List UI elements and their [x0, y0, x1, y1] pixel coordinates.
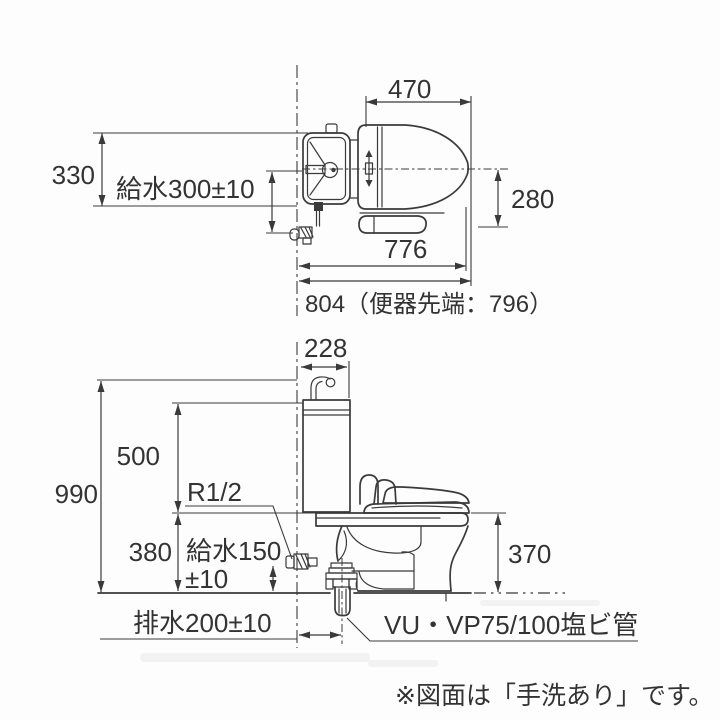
dim-drain200-label: 排水200±10 — [133, 608, 272, 638]
supply-thread-label: R1/2 — [187, 477, 242, 507]
handwash-spout — [310, 376, 336, 401]
stop-valve-top — [289, 226, 314, 245]
floor-line — [97, 592, 565, 602]
dim-370-label: 370 — [508, 539, 551, 569]
seat-hinge-line — [376, 126, 383, 208]
pipe-type-label: VU・VP75/100塩ビ管 — [384, 610, 638, 640]
footnote: ※図面は「手洗あり」です。 — [395, 682, 713, 710]
drain-pipe — [334, 586, 351, 617]
dim-228-label: 228 — [304, 333, 347, 363]
stop-valve-side — [285, 553, 318, 570]
dim-500-label: 500 — [117, 441, 160, 471]
supply-connection — [314, 202, 323, 211]
dim-470-label: 470 — [388, 74, 431, 104]
spout-top-view — [305, 164, 326, 175]
dim-280-label: 280 — [511, 184, 554, 214]
tank-top-view — [302, 123, 351, 227]
top-view: 470 330 給水300±10 280 776 804（便器先端：796） — [52, 65, 555, 318]
dim-804-label: 804（便器先端：796） — [305, 291, 553, 318]
dim-supply300-label: 給水300±10 — [116, 174, 255, 204]
drain-dimension: 排水200±10 — [100, 608, 341, 640]
side-view: 228 990 500 380 R1/2 給水150 ±10 370 排水200… — [55, 333, 638, 648]
drain-assembly — [325, 558, 358, 644]
scan-artifacts — [140, 600, 600, 667]
dim-990-label: 990 — [55, 479, 98, 509]
lid-marker — [364, 150, 374, 187]
bowl-side-view — [315, 512, 469, 592]
seat-lid-side-view — [359, 474, 470, 514]
tank-side-view — [302, 376, 351, 513]
dim-supply150-label: 給水150 — [186, 536, 281, 566]
top-view-dimensions: 470 330 給水300±10 280 776 804（便器先端：796） — [52, 74, 555, 318]
supply-callout: R1/2 給水150 ±10 — [185, 477, 293, 594]
dim-380-label: 380 — [129, 537, 172, 567]
dim-330-label: 330 — [52, 160, 95, 190]
side-view-dimensions: 228 990 500 380 R1/2 給水150 ±10 370 排水200… — [55, 333, 638, 642]
bowl-top-view — [349, 124, 469, 234]
dim-supply150-tol-label: ±10 — [185, 564, 228, 594]
dim-776-label: 776 — [384, 234, 427, 264]
pipe-callout: VU・VP75/100塩ビ管 — [346, 610, 638, 642]
base-foot-top-view — [358, 215, 427, 234]
flush-lever — [325, 123, 338, 134]
